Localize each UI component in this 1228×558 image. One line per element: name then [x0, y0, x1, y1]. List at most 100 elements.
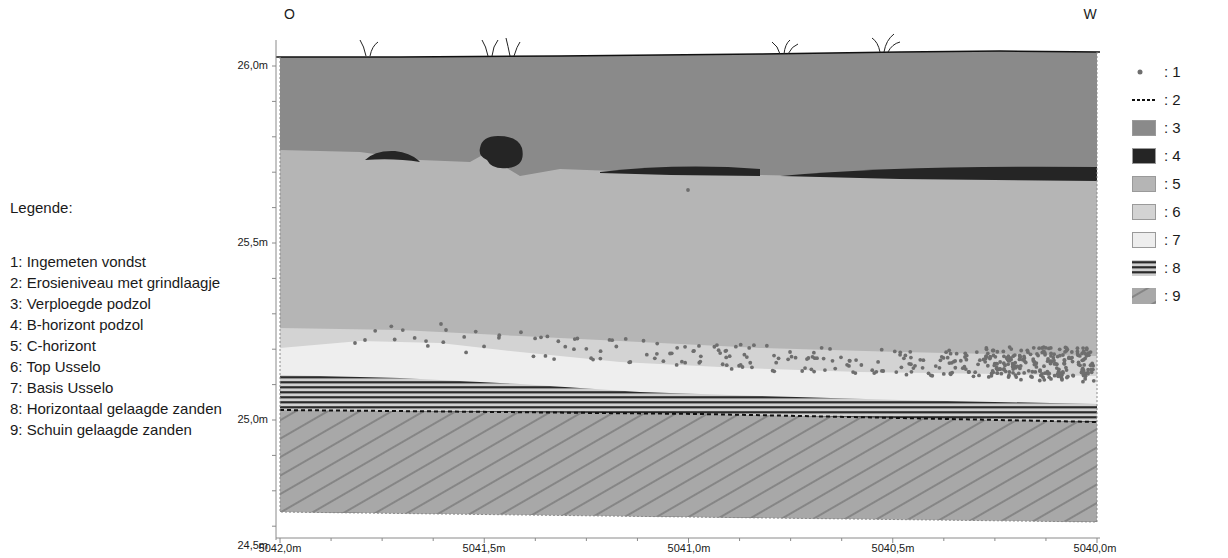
- find-dot: [544, 354, 548, 358]
- find-dot: [1002, 354, 1006, 358]
- legend-number: : 2: [1164, 90, 1181, 110]
- find-dot: [697, 344, 701, 348]
- find-dot: [1035, 352, 1039, 356]
- legend-heading: Legende:: [10, 199, 73, 217]
- find-dot: [497, 333, 501, 337]
- find-dot: [995, 350, 999, 354]
- find-dot: [1019, 378, 1023, 382]
- axis-tick: [1097, 538, 1098, 543]
- find-dot: [1034, 365, 1038, 369]
- find-dot: [563, 345, 567, 349]
- find-dot: [683, 345, 687, 349]
- find-dot: [725, 363, 729, 367]
- axis-tick: [272, 349, 276, 350]
- find-dot: [1018, 354, 1022, 358]
- find-dot: [893, 349, 897, 353]
- axis-tick: [272, 455, 276, 456]
- find-dot: [822, 357, 826, 361]
- grass-tufts: [360, 34, 900, 56]
- find-dot: [424, 339, 428, 343]
- find-dot: [747, 346, 751, 350]
- find-dot: [724, 349, 728, 353]
- legend-explanation: 2: Erosieniveau met grindlaagje: [10, 274, 220, 292]
- find-dot: [1006, 362, 1010, 366]
- find-dot: [972, 374, 976, 378]
- find-dot: [794, 356, 798, 360]
- axis-tick: [272, 207, 276, 208]
- y-axis: [276, 40, 277, 540]
- legend-swatch: [1132, 148, 1156, 164]
- find-dot: [614, 345, 618, 349]
- distance-label: 5040,0m: [1074, 542, 1117, 555]
- find-dot: [653, 356, 657, 360]
- axis-tick: [841, 538, 842, 541]
- legend-explanation: 3: Verploegde podzol: [10, 295, 151, 313]
- find-dot: [940, 355, 944, 359]
- axis-tick: [1045, 538, 1046, 541]
- axis-tick: [484, 538, 485, 543]
- find-dot: [556, 339, 560, 343]
- find-dot: [772, 354, 776, 358]
- find-dot: [1016, 365, 1020, 369]
- find-dot: [988, 355, 992, 359]
- find-dot: [991, 349, 995, 353]
- find-dot: [734, 345, 738, 349]
- find-dot: [973, 370, 977, 374]
- find-dot: [811, 355, 815, 359]
- find-dot: [1034, 362, 1038, 366]
- erosion-level: [280, 410, 1097, 422]
- legend-number: : 6: [1164, 202, 1181, 222]
- find-dot: [573, 337, 577, 341]
- find-dot: [1049, 351, 1053, 355]
- find-dot: [413, 336, 417, 340]
- find-dot: [953, 366, 957, 370]
- find-dot: [1027, 369, 1031, 373]
- find-dot: [1019, 349, 1023, 353]
- axis-tick: [272, 66, 276, 67]
- find-dot: [715, 343, 719, 347]
- find-dot: [986, 364, 990, 368]
- legend-number: : 4: [1164, 146, 1181, 166]
- legend-explanation: 1: Ingemeten vondst: [10, 253, 146, 271]
- legend-number: : 9: [1164, 286, 1181, 306]
- find-dot: [942, 372, 946, 376]
- find-dot: [1032, 346, 1036, 350]
- find-dot: [533, 337, 537, 341]
- find-dot: [389, 324, 393, 328]
- find-dot: [992, 353, 996, 357]
- axis-tick: [272, 526, 276, 527]
- find-dot: [977, 373, 981, 377]
- find-dot: [683, 361, 687, 365]
- find-dot: [964, 358, 968, 362]
- find-dot: [373, 329, 377, 333]
- find-dot: [519, 330, 523, 334]
- find-dot: [1011, 364, 1015, 368]
- find-dot: [692, 349, 696, 353]
- find-dot: [532, 354, 536, 358]
- find-dot: [1007, 374, 1011, 378]
- legend-number: : 8: [1164, 258, 1181, 278]
- legend-sample: [1132, 288, 1156, 304]
- axis-tick: [272, 136, 276, 137]
- find-dot: [946, 356, 950, 360]
- ground-surface: [276, 51, 1100, 57]
- find-dot: [848, 359, 852, 363]
- find-dot: [598, 357, 602, 361]
- legend-sample: [1132, 260, 1156, 276]
- find-dot: [998, 367, 1002, 371]
- find-dot: [1001, 350, 1005, 354]
- axis-tick: [943, 538, 944, 541]
- b-horizon-patch: [600, 167, 760, 176]
- find-dot: [572, 347, 576, 351]
- find-dot: [1077, 363, 1081, 367]
- find-dot: [909, 356, 913, 360]
- find-dot: [859, 363, 863, 367]
- find-dot: [439, 322, 443, 326]
- find-dot: [912, 366, 916, 370]
- find-dot: [934, 364, 938, 368]
- find-dot: [1063, 350, 1067, 354]
- find-dot: [908, 350, 912, 354]
- find-dot: [1013, 353, 1017, 357]
- find-dot: [823, 368, 827, 372]
- find-dot: [474, 330, 478, 334]
